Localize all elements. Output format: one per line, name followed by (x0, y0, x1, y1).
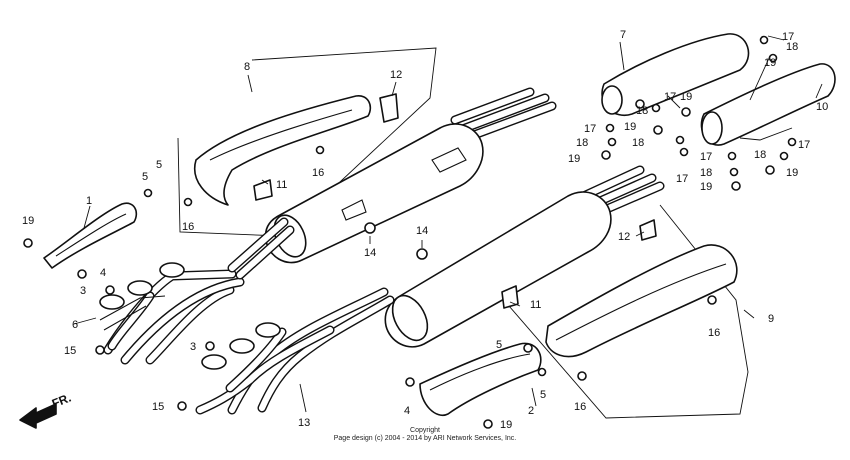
callout-18: 18 (636, 105, 648, 117)
callout-15: 15 (64, 345, 76, 357)
copyright-line-2: Page design (c) 2004 - 2014 by ARI Netwo… (334, 435, 517, 442)
callout-15: 15 (152, 401, 164, 413)
callout-4: 4 (100, 267, 106, 279)
callout-18: 18 (700, 167, 712, 179)
callout-18: 18 (786, 41, 798, 53)
callout-11: 11 (530, 299, 541, 311)
callout-12: 12 (390, 69, 402, 81)
leader-lines (73, 35, 823, 413)
callout-17: 17 (584, 123, 596, 135)
callout-18: 18 (576, 137, 588, 149)
upper-header-pipes (99, 217, 295, 365)
callout-19: 19 (764, 57, 776, 69)
callout-9: 9 (768, 313, 774, 325)
front-arrow-icon (19, 403, 57, 429)
callout-19: 19 (22, 215, 34, 227)
lower-muffler-assembly (384, 165, 749, 419)
callout-19: 19 (786, 167, 798, 179)
callout-18: 18 (632, 137, 644, 149)
callout-16: 16 (312, 167, 324, 179)
muffler-cover-10 (700, 63, 836, 146)
callout-16: 16 (574, 401, 586, 413)
callout-7: 7 (620, 29, 626, 41)
callout-19: 19 (568, 153, 580, 165)
muffler-cover-7 (601, 33, 750, 117)
callout-2: 2 (528, 405, 534, 417)
callout-17: 17 (700, 151, 712, 163)
callout-17: 17 (782, 31, 794, 43)
fasteners (23, 35, 797, 429)
callout-4: 4 (404, 405, 410, 417)
callout-16: 16 (708, 327, 720, 339)
callout-1: 1 (86, 195, 92, 207)
callout-19: 19 (700, 181, 712, 193)
callout-19: 19 (500, 419, 512, 431)
callout-17: 17 (676, 173, 688, 185)
heat-shield-2 (419, 342, 542, 417)
upper-muffler-assembly (177, 47, 557, 264)
callout-5: 5 (496, 339, 502, 351)
callout-5: 5 (156, 159, 162, 171)
callout-14: 14 (416, 225, 428, 237)
callout-17: 17 (798, 139, 810, 151)
front-direction-indicator: FR. (19, 391, 73, 429)
callout-17: 17 (664, 91, 676, 103)
callout-8: 8 (244, 61, 250, 73)
callout-19: 19 (680, 91, 692, 103)
callout-6: 6 (72, 319, 78, 331)
callout-12: 12 (618, 231, 630, 243)
front-label: FR. (50, 391, 73, 411)
callout-5: 5 (540, 389, 546, 401)
callout-16: 16 (182, 221, 194, 233)
callout-11: 11 (276, 179, 287, 191)
callout-13: 13 (298, 417, 310, 429)
callout-3: 3 (190, 341, 196, 353)
heat-shield-1 (43, 202, 138, 269)
copyright-notice: Copyright Page design (c) 2004 - 2014 by… (334, 427, 517, 442)
lower-header-pipes (195, 287, 395, 415)
callout-10: 10 (816, 101, 828, 113)
callout-18: 18 (754, 149, 766, 161)
callout-19: 19 (624, 121, 636, 133)
callout-labels: 1 2 3 3 4 4 5 5 5 5 6 7 8 9 10 11 11 12 … (22, 29, 828, 431)
copyright-line-1: Copyright (410, 427, 440, 434)
callout-3: 3 (80, 285, 86, 297)
callout-5: 5 (142, 171, 148, 183)
callout-14: 14 (364, 247, 376, 259)
